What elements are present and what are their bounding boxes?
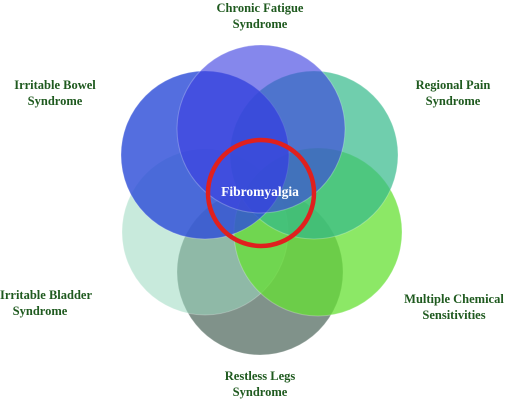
label-multiple-chemical-line2: Sensitivities: [422, 308, 486, 322]
label-regional-pain-line1: Regional Pain: [415, 78, 491, 92]
label-multiple-chemical: Multiple Chemical Sensitivities: [399, 291, 509, 323]
label-multiple-chemical-line1: Multiple Chemical: [404, 292, 504, 306]
label-restless-legs-line1: Restless Legs: [224, 369, 296, 383]
label-restless-legs-line2: Syndrome: [232, 385, 288, 399]
label-irritable-bladder-line1: Irritable Bladder: [0, 288, 93, 302]
label-regional-pain-line2: Syndrome: [425, 94, 481, 108]
label-restless-legs: Restless Legs Syndrome: [200, 368, 320, 400]
label-irritable-bowel: Irritable Bowel Syndrome: [0, 77, 110, 109]
fibromyalgia-ring: [205, 137, 317, 249]
label-regional-pain: Regional Pain Syndrome: [398, 77, 508, 109]
label-irritable-bowel-line2: Syndrome: [27, 94, 83, 108]
label-irritable-bladder-line2: Syndrome: [12, 304, 68, 318]
circle-chronic-fatigue: [176, 44, 346, 214]
label-irritable-bladder: Irritable Bladder Syndrome: [0, 287, 93, 319]
condition-circles: [120, 44, 403, 356]
label-irritable-bowel-line1: Irritable Bowel: [14, 78, 96, 92]
label-chronic-fatigue-line2: Syndrome: [232, 17, 288, 31]
label-chronic-fatigue-line1: Chronic Fatigue: [216, 1, 304, 15]
center-label-fibromyalgia: Fibromyalgia: [221, 184, 299, 199]
label-chronic-fatigue: Chronic Fatigue Syndrome: [200, 0, 320, 32]
